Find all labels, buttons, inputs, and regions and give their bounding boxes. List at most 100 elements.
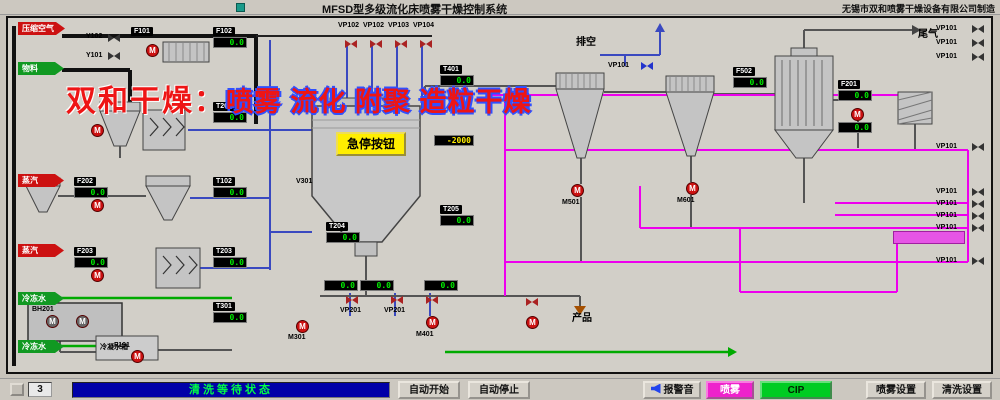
- valve-icon[interactable]: [972, 143, 984, 151]
- equipment-label: VP103: [388, 22, 410, 29]
- button-label: 喷雾设置: [876, 384, 916, 396]
- equipment-label: T205: [440, 205, 462, 214]
- valve-icon[interactable]: [972, 39, 984, 47]
- pump-icon[interactable]: M: [146, 44, 159, 57]
- legend-arrow: 蒸汽: [18, 174, 64, 187]
- value-display: 0.0: [213, 112, 247, 123]
- pump-icon[interactable]: M: [571, 184, 584, 197]
- valve-icon[interactable]: [426, 296, 438, 304]
- value-display: -2000: [434, 135, 474, 146]
- equipment-label: 排空: [576, 37, 596, 48]
- equipment-label: F203: [74, 247, 96, 256]
- equipment-label: M601: [677, 197, 695, 204]
- button-label: 报警音: [663, 384, 694, 396]
- valve-icon[interactable]: [972, 257, 984, 265]
- cyclone-1: [555, 72, 605, 159]
- page-title: MFSD型多级流化床喷雾干燥控制系统: [322, 4, 508, 16]
- equipment-label: VP104: [413, 22, 435, 29]
- valve-icon[interactable]: [391, 296, 403, 304]
- value-display: 0.0: [424, 280, 458, 291]
- valve-icon[interactable]: [108, 34, 120, 42]
- value-display: 0.0: [324, 280, 358, 291]
- equipment-label: M401: [416, 331, 434, 338]
- valve-icon[interactable]: [395, 40, 407, 48]
- equipment-label: T401: [440, 65, 462, 74]
- heater-F102: [162, 41, 210, 63]
- valve-icon[interactable]: [370, 40, 382, 48]
- pump-icon[interactable]: M: [686, 182, 699, 195]
- equipment-label: T204: [326, 222, 348, 231]
- valve-icon[interactable]: [108, 52, 120, 60]
- legend-arrow: 冷冻水: [18, 340, 64, 353]
- valve-icon[interactable]: [972, 224, 984, 232]
- exhaust-arrow: [912, 25, 921, 35]
- cip-arrow: [728, 347, 737, 357]
- valve-icon[interactable]: [972, 212, 984, 220]
- pump-icon[interactable]: M: [426, 316, 439, 329]
- equipment-label: VP101: [936, 212, 958, 219]
- pump-icon[interactable]: M: [91, 199, 104, 212]
- auto-start-button[interactable]: 自动开始: [398, 381, 460, 399]
- value-display: 0.0: [213, 257, 247, 268]
- clean-settings-button[interactable]: 清洗设置: [932, 381, 992, 399]
- pump-icon[interactable]: M: [91, 269, 104, 282]
- valve-icon[interactable]: [345, 40, 357, 48]
- equipment-label: M301: [288, 334, 306, 341]
- auto-stop-button[interactable]: 自动停止: [468, 381, 530, 399]
- value-display: 0.0: [74, 187, 108, 198]
- value-display: 0.0: [440, 75, 474, 86]
- value-display: 0.0: [360, 280, 394, 291]
- equipment-label: VP102: [363, 22, 385, 29]
- alarm-sound-button[interactable]: 报警音: [643, 381, 701, 399]
- equipment-label: Y101: [86, 52, 103, 59]
- equipment-label: F101: [131, 27, 153, 36]
- valve-icon[interactable]: [526, 298, 538, 306]
- pump-icon[interactable]: M: [526, 316, 539, 329]
- counter-value: 3: [28, 382, 52, 397]
- equipment-label: VP101: [936, 224, 958, 231]
- pump-icon[interactable]: M: [76, 315, 89, 328]
- equipment-label: VP102: [338, 22, 360, 29]
- pipes-green: [60, 296, 728, 354]
- cip-button[interactable]: CIP: [760, 381, 832, 399]
- cyclone-row1: [99, 101, 141, 158]
- value-display: 0.0: [440, 215, 474, 226]
- equipment-label: VP201: [384, 307, 406, 314]
- valve-icon[interactable]: [972, 200, 984, 208]
- pump-icon[interactable]: M: [296, 320, 309, 333]
- cyclone-2: [665, 75, 715, 157]
- emergency-stop-button[interactable]: 急停按钮: [336, 132, 406, 156]
- equipment-label: Y102: [86, 33, 103, 40]
- spray-settings-button[interactable]: 喷雾设置: [866, 381, 926, 399]
- valve-icon[interactable]: [641, 62, 653, 70]
- equipment-label: VP101: [936, 257, 958, 264]
- pump-icon[interactable]: M: [131, 350, 144, 363]
- equipment-label: BH201: [32, 306, 54, 313]
- equipment-label: T203: [213, 247, 235, 256]
- valve-icon[interactable]: [972, 25, 984, 33]
- value-display: 0.0: [838, 122, 872, 133]
- pump-icon[interactable]: M: [851, 108, 864, 121]
- equipment-label: 冷凝水箱: [100, 344, 128, 351]
- equipment-label: F201: [838, 80, 860, 89]
- app-icon: [236, 3, 245, 12]
- valve-icon[interactable]: [346, 296, 358, 304]
- valve-icon[interactable]: [972, 53, 984, 61]
- value-display: 0.0: [733, 77, 767, 88]
- legend-arrow: 压缩空气: [18, 22, 65, 35]
- equipment-label: T102: [213, 177, 235, 186]
- valve-icon[interactable]: [420, 40, 432, 48]
- pipes-main-black: [12, 26, 258, 366]
- vent-arrow: [655, 23, 665, 32]
- button-label: 自动开始: [409, 384, 449, 396]
- pump-icon[interactable]: M: [46, 315, 59, 328]
- value-display: 0.0: [213, 37, 247, 48]
- valve-icon[interactable]: [972, 188, 984, 196]
- counter-icon[interactable]: [10, 383, 24, 396]
- pump-icon[interactable]: M: [91, 124, 104, 137]
- product-arrow: [574, 306, 586, 315]
- bag-filter: [774, 47, 834, 159]
- spray-button[interactable]: 喷雾: [706, 381, 754, 399]
